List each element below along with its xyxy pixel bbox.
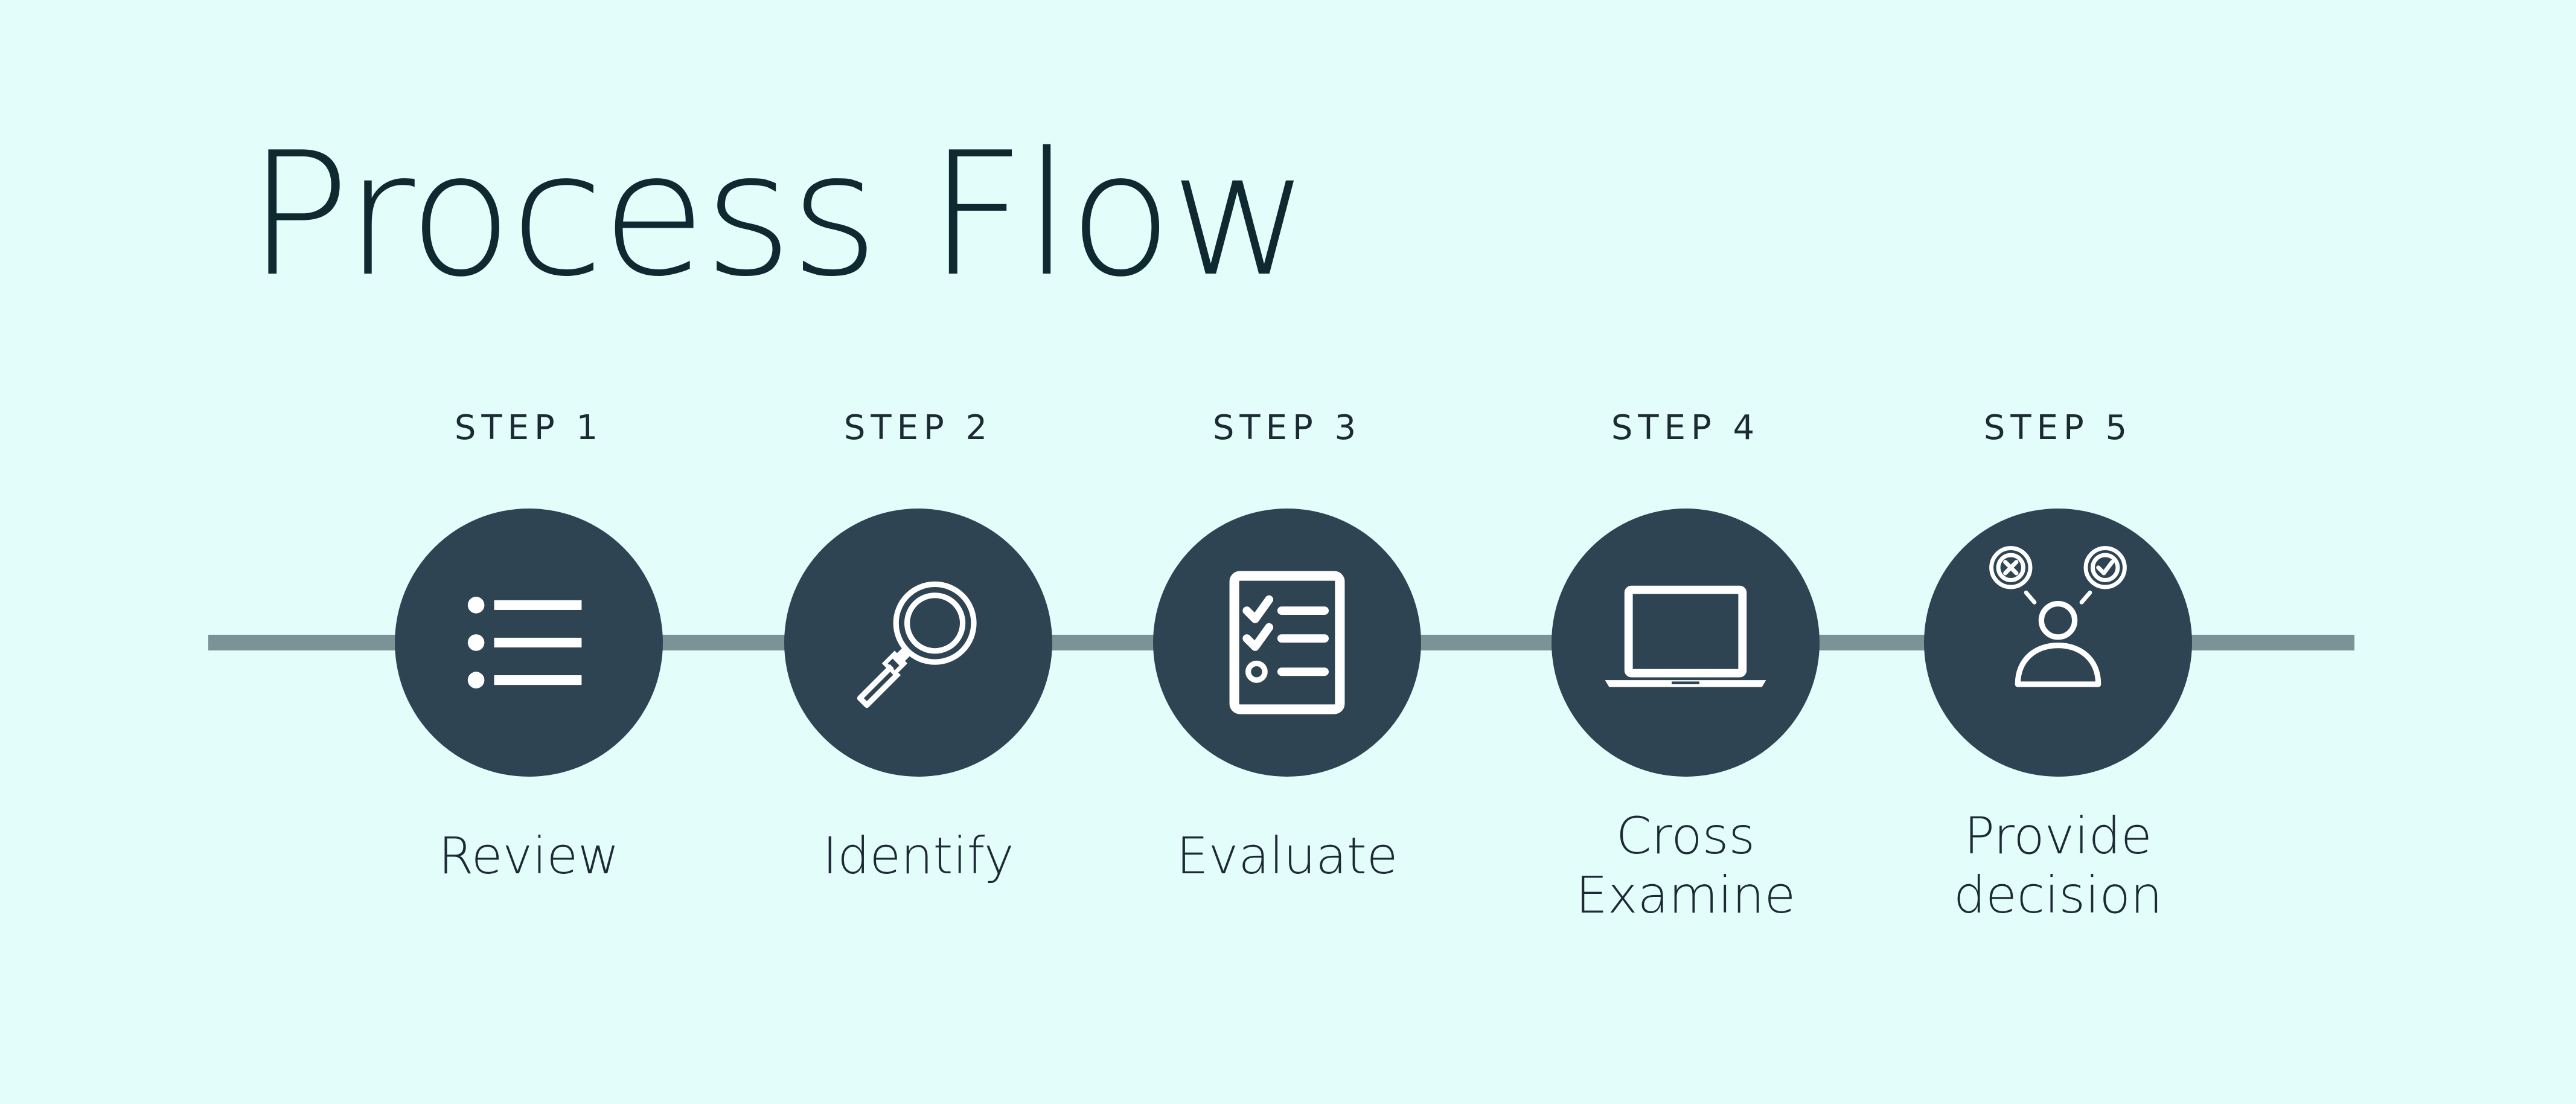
step-caption: Cross Examine [1486, 806, 1885, 925]
caption-line: Identify [822, 826, 1014, 885]
caption-line: Provide [1964, 806, 2152, 865]
page-title: Process Flow [248, 115, 1309, 314]
list-icon [467, 597, 582, 688]
step-circle [1924, 509, 2192, 777]
step-label: STEP 2 [843, 408, 993, 448]
step-caption: Provide decision [1859, 806, 2257, 925]
caption-line: Cross [1616, 806, 1756, 865]
caption-line: Examine [1575, 865, 1796, 925]
step-label: STEP 5 [1983, 408, 2133, 448]
caption-line: Evaluate [1176, 826, 1398, 885]
magnifying-glass-icon [857, 581, 977, 708]
decision-person-icon [1989, 546, 2127, 687]
step-circle [395, 509, 663, 777]
step-caption: Identify [719, 826, 1117, 885]
caption-line: decision [1953, 865, 2163, 925]
step-label: STEP 1 [454, 408, 604, 448]
step-circle [784, 509, 1052, 777]
step-caption: Evaluate [1088, 826, 1486, 885]
step-circle [1153, 509, 1421, 777]
laptop-icon [1605, 585, 1766, 687]
step-caption: Review [330, 826, 728, 885]
checklist-icon [1229, 571, 1345, 714]
step-circle [1552, 509, 1820, 777]
step-label: STEP 4 [1611, 408, 1760, 448]
step-label: STEP 3 [1212, 408, 1362, 448]
caption-line: Review [438, 826, 619, 885]
